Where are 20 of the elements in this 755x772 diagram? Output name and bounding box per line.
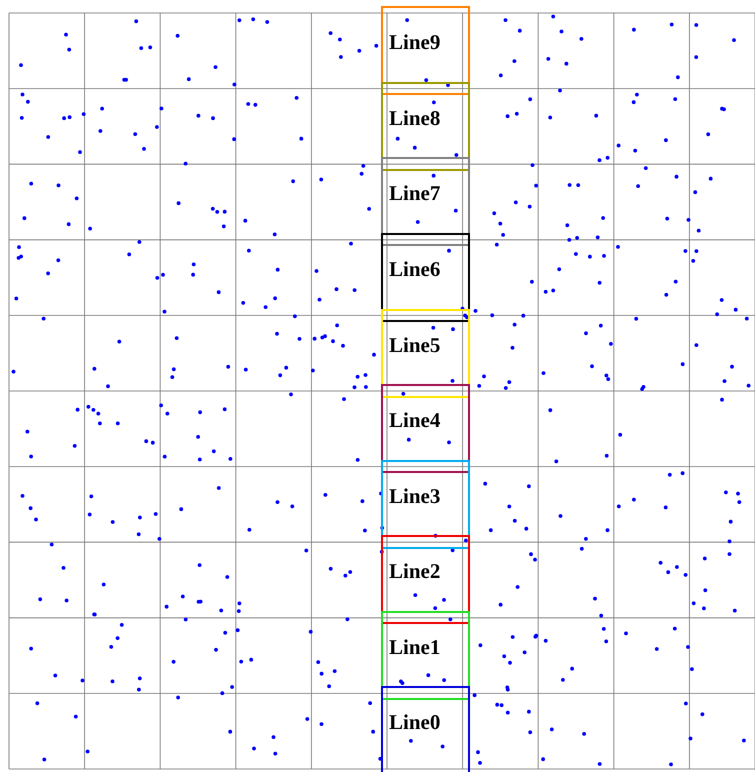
line-label: Line4 — [389, 408, 440, 432]
line-label: Line1 — [389, 635, 440, 659]
line-label: Line7 — [389, 181, 440, 205]
outlined-frame — [381, 384, 470, 473]
outlined-frame — [381, 535, 470, 624]
outlined-frame — [381, 6, 470, 95]
outlined-frame — [381, 157, 470, 246]
outlined-frame — [381, 233, 470, 322]
line-label: Line5 — [389, 333, 440, 357]
outlined-frame — [381, 686, 470, 772]
line-label: Line0 — [389, 710, 440, 734]
outlined-frame — [381, 309, 470, 398]
line-label: Line9 — [389, 30, 440, 54]
line-label: Line8 — [389, 106, 440, 130]
line-label: Line6 — [389, 257, 440, 281]
outlined-frame — [381, 460, 470, 549]
line-label: Line2 — [389, 559, 440, 583]
outlined-frame — [381, 611, 470, 700]
line-label: Line3 — [389, 484, 440, 508]
outlined-frame — [381, 82, 470, 171]
